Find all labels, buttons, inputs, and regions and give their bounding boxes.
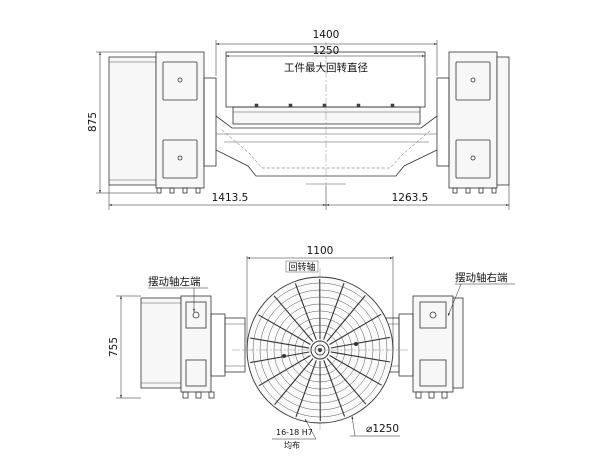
t-slot: [330, 351, 391, 363]
dimension-1250: 1250: [226, 45, 425, 57]
left-cover-plate-top: [162, 61, 198, 101]
dim-1250-label: 1250: [313, 45, 340, 57]
right-housing: [448, 51, 498, 189]
left-housing: [155, 51, 205, 189]
swing-left-label: 摆动轴左端: [148, 275, 201, 288]
rotary-table-plate: [232, 106, 421, 125]
dim-1263-5-label: 1263.5: [392, 192, 429, 204]
t-slot: [323, 283, 345, 340]
swing-right-label: 摆动轴右端: [455, 271, 508, 284]
t-slot: [249, 337, 310, 349]
left-flange: [203, 77, 217, 167]
right-cover-plate-bottom: [455, 139, 491, 179]
right-swing-housing: [412, 295, 454, 393]
rotation-axis-label: 回转轴: [288, 261, 315, 273]
cradle-hidden-line: [221, 129, 432, 169]
left-cover-plate-bottom: [162, 139, 198, 179]
left-motor: [140, 297, 182, 389]
t-slot: [258, 355, 311, 387]
bottom-view: 1100 回转轴 摆动轴左端 摆动轴右端 755 16-18 H7: [108, 245, 515, 450]
dimension-1100: 1100: [246, 245, 394, 350]
dim-755-label: 755: [108, 337, 120, 357]
left-feet: [156, 187, 201, 194]
t-slot: [258, 314, 311, 345]
t-slot: [329, 355, 382, 386]
table-bolts: [254, 103, 395, 108]
left-swing-housing: [180, 295, 212, 393]
dimension-875: 875: [87, 51, 156, 194]
top-view: 1400 1250 工件最大回转直径 875 1413.5 1263.5: [87, 29, 510, 210]
right-end-cap: [496, 56, 510, 186]
t-slot: [250, 351, 310, 364]
workpiece-envelope: [225, 51, 426, 108]
cradle-top-edge: [215, 115, 438, 129]
t-slot: [330, 336, 390, 349]
t-slot: [274, 358, 314, 405]
right-bearing-block: [398, 313, 414, 377]
slot-even-label: 均布: [284, 440, 300, 450]
t-slot: [323, 360, 346, 417]
swing-right-callout: 摆动轴右端: [447, 271, 515, 317]
t-slot: [329, 313, 382, 345]
dim-1400-label: 1400: [313, 29, 340, 41]
slot-spec-label: 16-18 H7: [276, 428, 313, 437]
cradle-bottom-edge: [215, 149, 438, 177]
phi-1250-label: ⌀1250: [366, 423, 399, 435]
swing-left-callout: 摆动轴左端: [148, 275, 208, 312]
dimension-bottom-row: 1413.5 1263.5: [108, 185, 510, 210]
rotation-axis-callout: 回转轴: [285, 260, 319, 273]
right-cover-plate-top: [455, 61, 491, 101]
diameter-1250-callout: ⌀1250: [350, 415, 400, 437]
dimension-1400: 1400: [215, 29, 438, 76]
left-bearing-block: [210, 313, 226, 377]
dim-1100-label: 1100: [307, 245, 334, 257]
dim-1413-5-label: 1413.5: [212, 192, 249, 204]
dimension-755: 755: [108, 295, 141, 399]
t-slots: [249, 278, 391, 422]
right-flange: [436, 77, 450, 167]
left-bottom-feet: [182, 391, 215, 399]
t-slot: [326, 358, 367, 405]
dim-875-label: 875: [87, 112, 99, 132]
right-end-cap-bottom: [452, 297, 464, 389]
max-diameter-label: 工件最大回转直径: [284, 61, 368, 74]
t-slot: [273, 295, 314, 342]
right-bottom-feet: [415, 391, 448, 399]
slot-spec-callout: 16-18 H7 均布: [272, 418, 317, 450]
t-slot: [294, 283, 317, 340]
t-slot: [295, 360, 317, 417]
left-drive-cylinder: [108, 56, 157, 186]
right-feet: [452, 187, 497, 194]
t-slot: [326, 295, 366, 342]
